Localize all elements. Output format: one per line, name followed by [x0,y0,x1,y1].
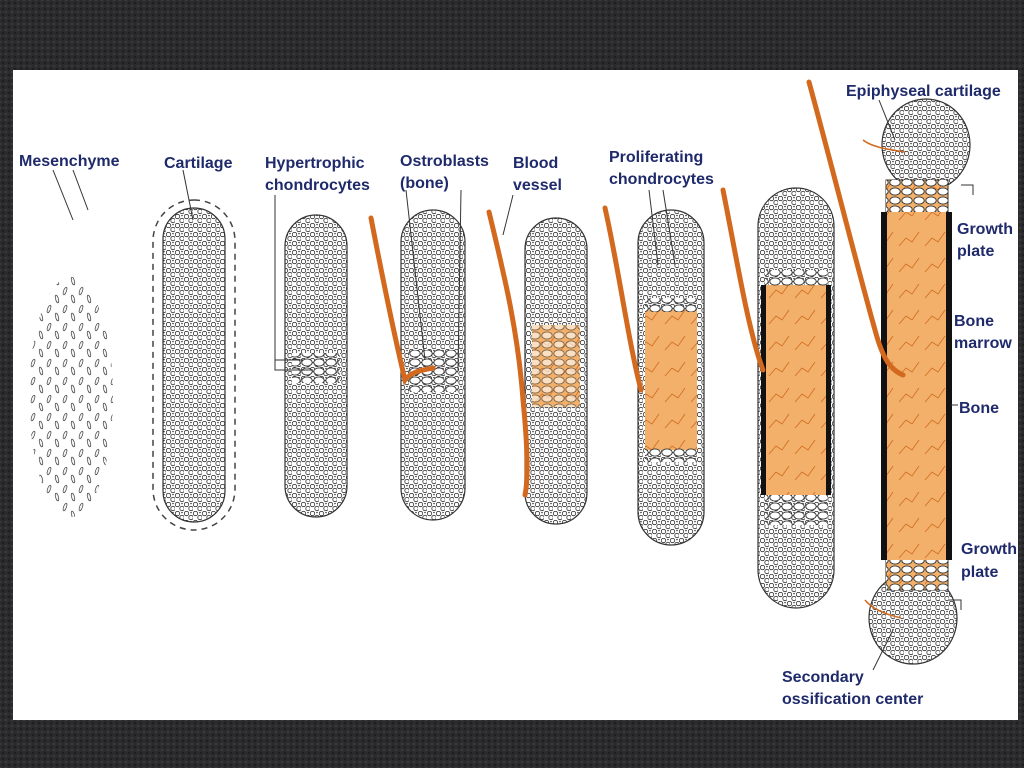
label-proliferating-1: Proliferating [609,149,703,166]
label-osteoblasts-1: Ostroblasts [400,153,489,170]
label-epiphyseal: Epiphyseal cartilage [846,83,1001,100]
stage-blood-vessel [486,209,588,525]
label-osteoblasts-2: (bone) [400,175,449,192]
label-cartilage: Cartilage [164,155,233,172]
stage-proliferating [602,205,705,546]
leader-lines [52,99,974,671]
label-bone: Bone [959,400,999,417]
label-blood-1: Blood [513,155,558,172]
label-growth-top-1: Growth [957,221,1013,238]
stage-hypertrophic [284,214,348,518]
label-growth-top-2: plate [957,243,994,260]
label-mesenchyme: Mesenchyme [19,153,120,170]
blood-vessel-6 [602,205,644,393]
stage-mesenchyme [29,277,113,517]
stage-cartilage [152,199,236,531]
label-marrow-2: marrow [954,335,1012,352]
label-hypertrophic-2: chondrocytes [265,177,370,194]
label-marrow-1: Bone [954,313,994,330]
blood-vessel-4 [368,215,436,386]
label-growth-bottom-2: plate [961,564,998,581]
blood-vessel-7 [720,187,766,373]
label-blood-2: vessel [513,177,562,194]
label-hypertrophic-1: Hypertrophic [265,155,365,172]
label-secondary-1: Secondary [782,669,864,686]
bone-development-diagram: Mesenchyme Cartilage Hypertrophic chondr… [19,79,1017,708]
stage-osteoblasts [368,209,466,521]
stage-marrow [720,187,835,609]
stage-mature-bone [806,79,971,665]
blood-vessel-5 [486,209,530,498]
slide-panel: Mesenchyme Cartilage Hypertrophic chondr… [13,70,1018,720]
labels: Mesenchyme Cartilage Hypertrophic chondr… [19,83,1017,708]
label-secondary-2: ossification center [782,691,923,708]
label-proliferating-2: chondrocytes [609,171,714,188]
label-growth-bottom-1: Growth [961,541,1017,558]
blood-vessel-8 [806,79,906,378]
